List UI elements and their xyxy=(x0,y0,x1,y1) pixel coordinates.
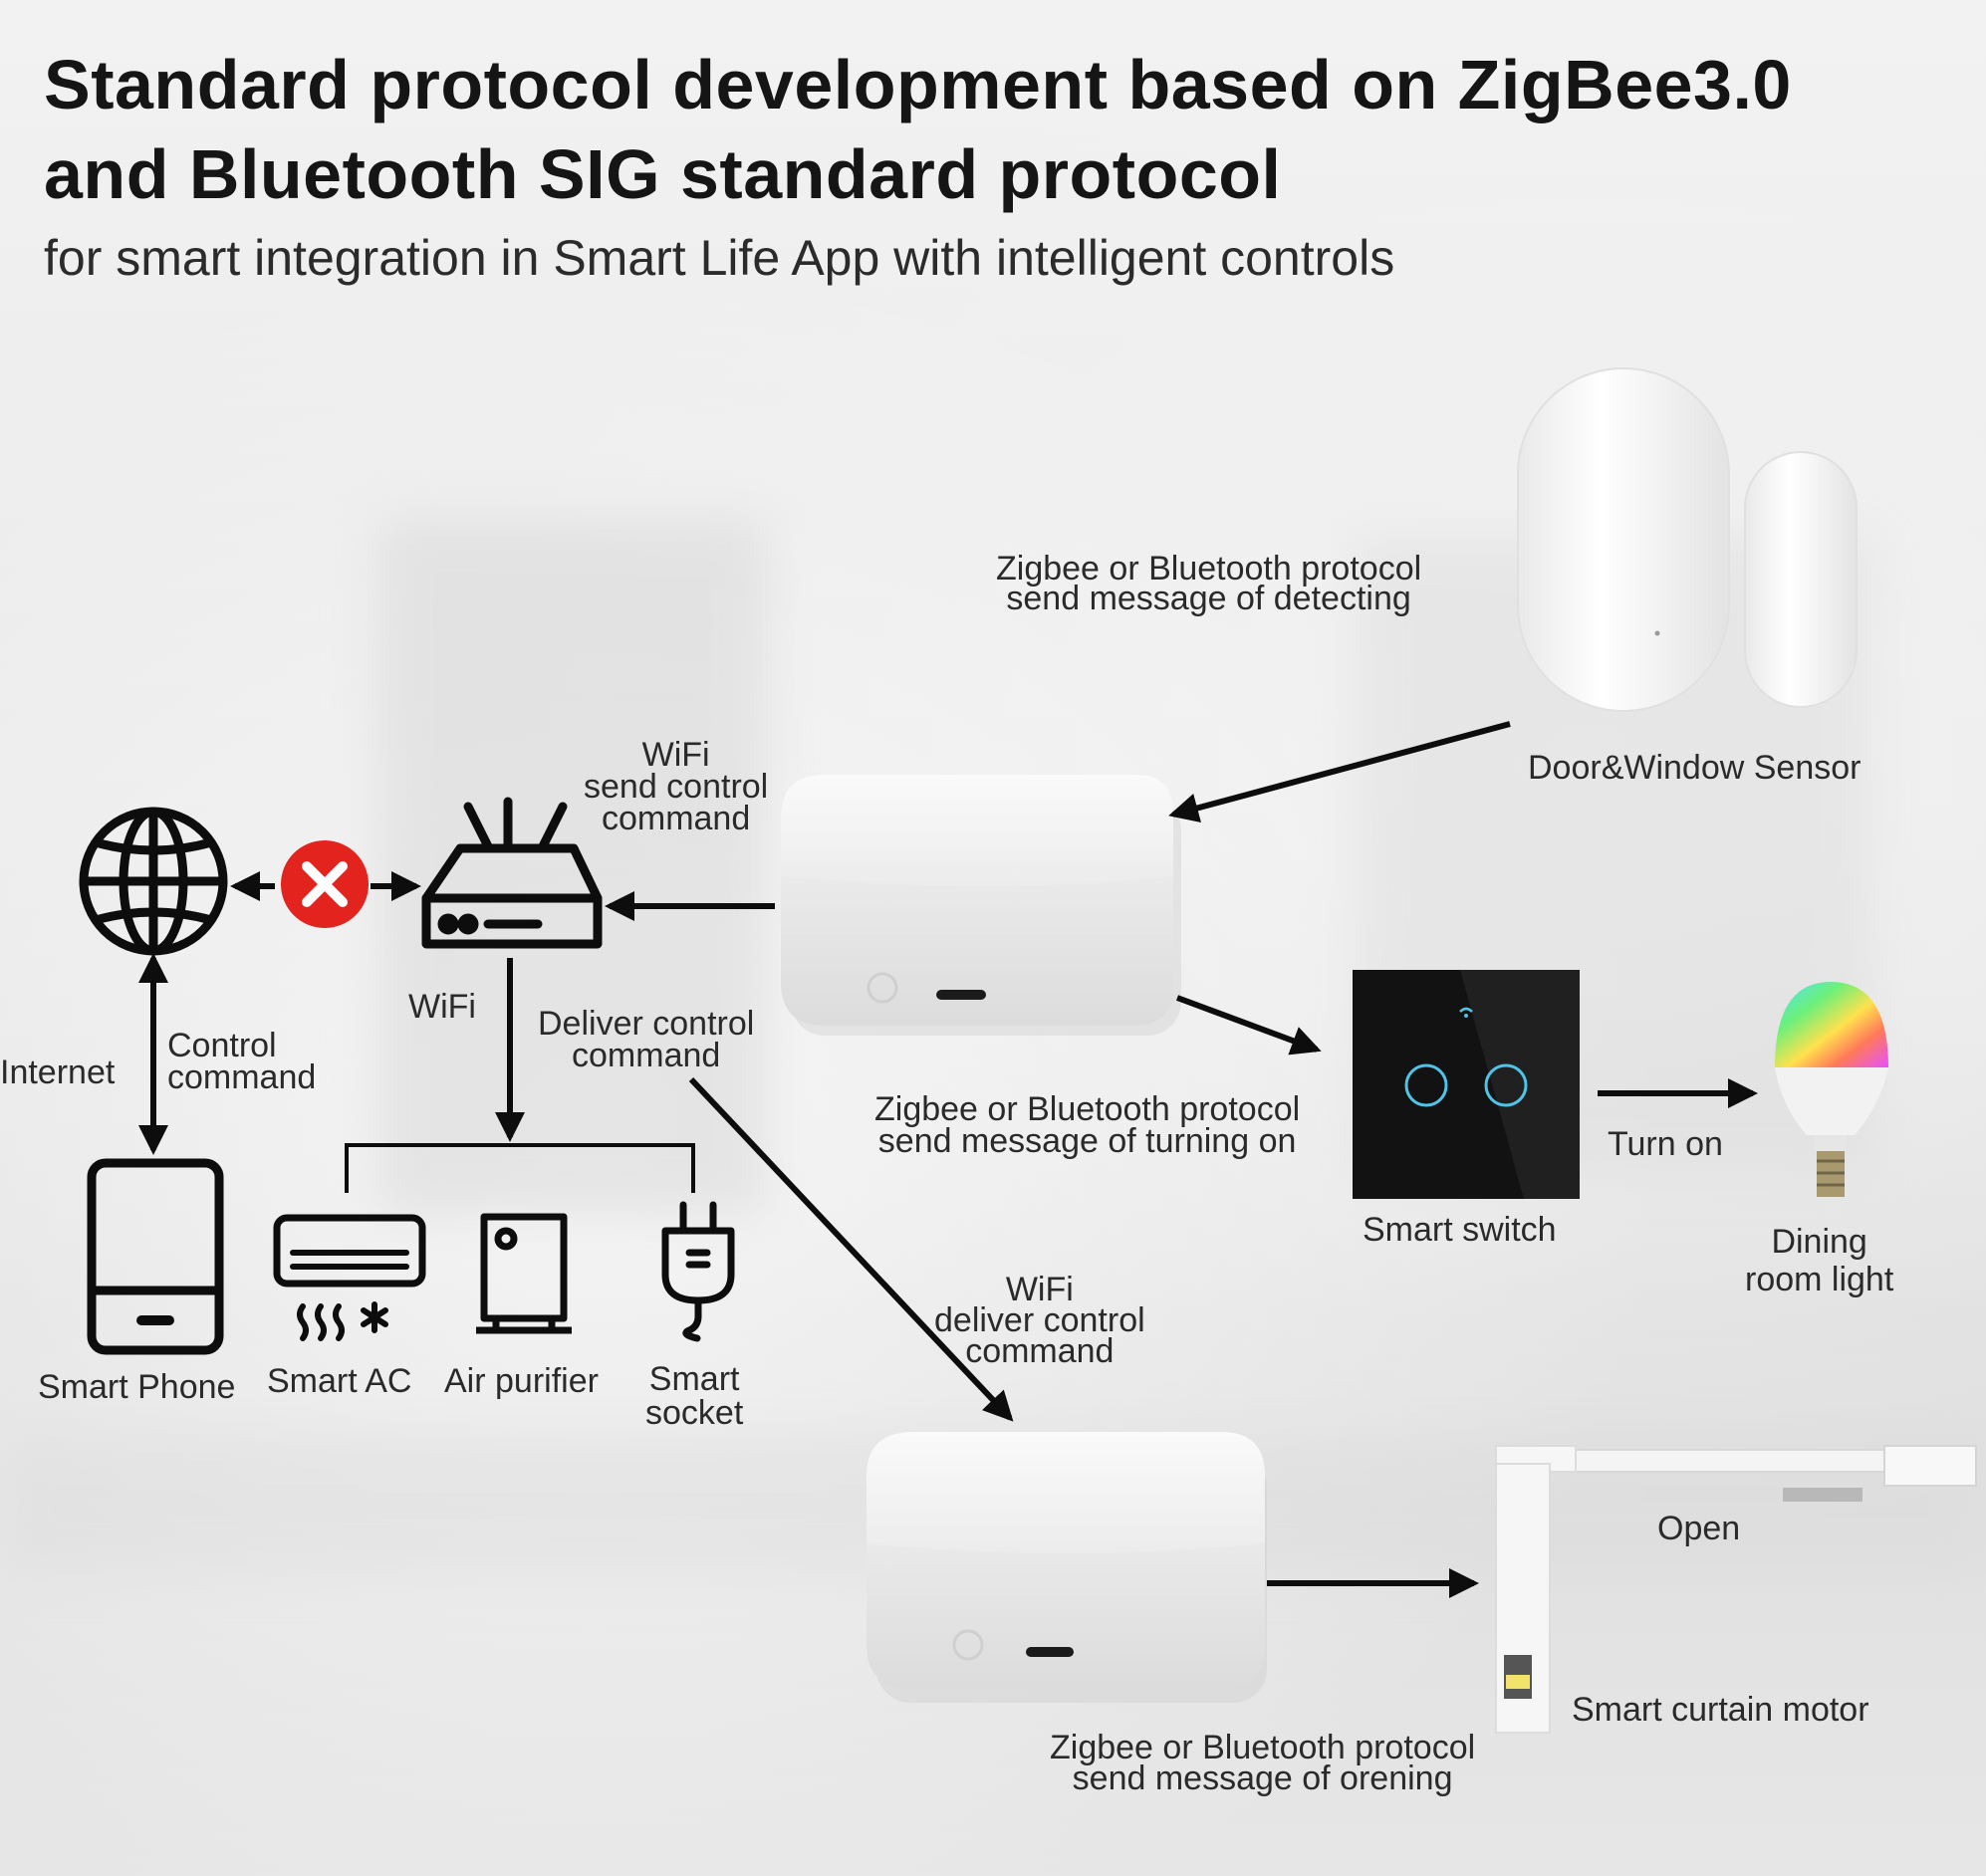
switch-protocol-label: Zigbee or Bluetooth protocol send messag… xyxy=(874,1090,1301,1160)
smart-ac-label: Smart AC xyxy=(267,1362,412,1400)
switch-protocol-line-1: Zigbee or Bluetooth protocol xyxy=(874,1090,1301,1128)
control-command-label: Control command xyxy=(167,1027,317,1096)
curtain-motor xyxy=(1495,1445,1977,1734)
router-wifi-label: WiFi xyxy=(408,988,476,1026)
wifi-send-line-3: command xyxy=(601,800,751,837)
smart-socket-label: Smart socket xyxy=(645,1362,743,1430)
wifi-send-line-2: send control xyxy=(584,768,769,806)
wifi-deliver-line-2: deliver control xyxy=(934,1301,1145,1339)
page-subtitle: for smart integration in Smart Life App … xyxy=(44,230,1395,286)
turn-on-label: Turn on xyxy=(1608,1125,1723,1163)
hub-device-2 xyxy=(867,1432,1267,1703)
sensor-protocol-line-1: Zigbee or Bluetooth protocol xyxy=(996,550,1422,587)
wifi-send-label: WiFi send control command xyxy=(584,736,769,837)
deliver-line-1: Deliver control xyxy=(538,1005,755,1043)
curtain-protocol-line-2: send message of orening xyxy=(1072,1759,1453,1797)
door-sensor-label: Door&Window Sensor xyxy=(1528,749,1862,787)
title-line-1: Standard protocol development based on Z… xyxy=(44,46,1792,123)
phone-icon xyxy=(87,1158,224,1355)
close-icon xyxy=(281,840,369,928)
control-command-line-1: Control xyxy=(167,1027,277,1064)
dining-light-label: Dining room light xyxy=(1745,1223,1893,1298)
switch-protocol-line-2: send message of turning on xyxy=(877,1122,1297,1160)
smart-switch xyxy=(1353,970,1580,1199)
curtain-protocol-line-1: Zigbee or Bluetooth protocol xyxy=(1050,1729,1476,1766)
page-title: Standard protocol development based on Z… xyxy=(44,40,1956,219)
curtain-motor-label: Smart curtain motor xyxy=(1572,1691,1869,1729)
router-icon xyxy=(421,797,603,949)
smart-socket-line-2: socket xyxy=(645,1394,744,1432)
plug-icon xyxy=(661,1201,735,1342)
sensor-protocol-line-2: send message of detecting xyxy=(1006,580,1411,617)
smart-socket-line-1: Smart xyxy=(648,1360,740,1398)
wifi-send-line-1: WiFi xyxy=(641,736,710,774)
door-window-sensor xyxy=(1517,367,1858,712)
curtain-protocol-label: Zigbee or Bluetooth protocol send messag… xyxy=(1050,1729,1476,1797)
arrow-hub-to-switch xyxy=(1175,995,1322,1055)
air-purifier-label: Air purifier xyxy=(444,1362,599,1400)
air-purifier-icon xyxy=(476,1213,572,1334)
arrow-to-hub-2 xyxy=(688,1076,1014,1422)
appliance-bracket xyxy=(345,1143,695,1193)
dining-line-2: room light xyxy=(1745,1261,1894,1298)
sensor-protocol-label: Zigbee or Bluetooth protocol send messag… xyxy=(996,550,1422,617)
wifi-deliver-label: WiFi deliver control command xyxy=(934,1271,1145,1370)
open-label: Open xyxy=(1657,1510,1741,1547)
wifi-deliver-line-1: WiFi xyxy=(1005,1271,1074,1308)
title-line-2: and Bluetooth SIG standard protocol xyxy=(44,135,1282,213)
air-conditioner-icon xyxy=(273,1214,426,1341)
hub-device-1 xyxy=(781,775,1181,1036)
smart-switch-label: Smart switch xyxy=(1363,1211,1557,1249)
light-bulb-icon xyxy=(1775,982,1888,1197)
internet-label: Internet xyxy=(0,1054,116,1091)
deliver-control-label: Deliver control command xyxy=(538,1005,755,1074)
deliver-line-2: command xyxy=(572,1037,721,1074)
wifi-deliver-line-3: command xyxy=(965,1332,1115,1370)
globe-icon xyxy=(79,807,228,956)
smart-phone-label: Smart Phone xyxy=(38,1368,236,1406)
dining-line-1: Dining xyxy=(1771,1223,1867,1261)
control-command-line-2: command xyxy=(167,1058,317,1096)
arrow-sensor-to-hub xyxy=(1168,721,1511,822)
